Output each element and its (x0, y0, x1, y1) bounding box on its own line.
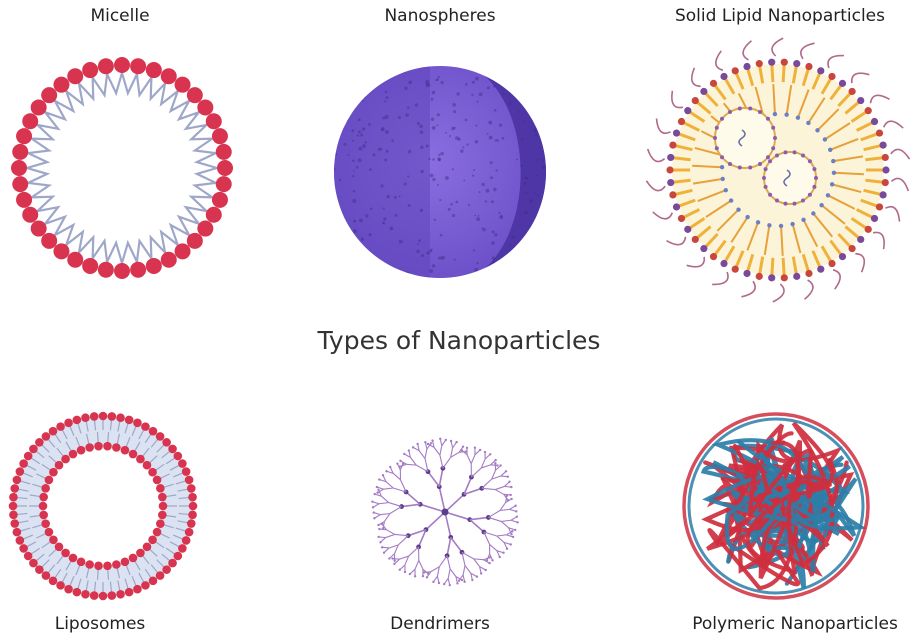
polymeric-nanoparticle-icon (0, 0, 919, 638)
